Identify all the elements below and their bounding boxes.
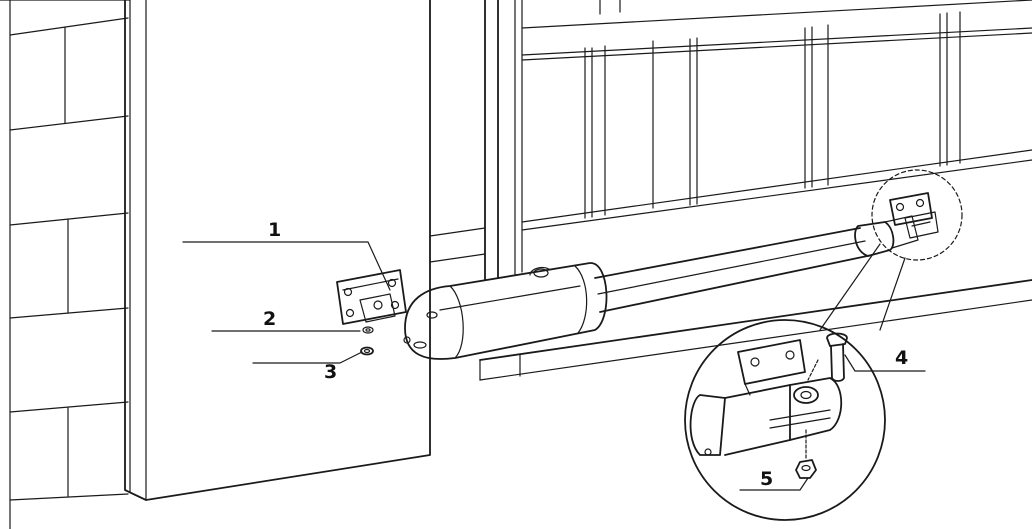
callout-1: 1 bbox=[268, 219, 281, 241]
detail-marker-circle bbox=[871, 169, 963, 261]
brick-wall bbox=[0, 0, 131, 529]
pillar bbox=[124, 0, 431, 501]
actuator bbox=[336, 192, 939, 360]
callout-3: 3 bbox=[324, 361, 337, 383]
callout-2: 2 bbox=[263, 308, 276, 330]
gate-frame bbox=[429, 0, 1032, 381]
detail-leader-right bbox=[879, 257, 906, 331]
washer-part bbox=[362, 326, 374, 334]
nut-part bbox=[360, 346, 374, 356]
callout-5: 5 bbox=[760, 468, 773, 490]
callout-4: 4 bbox=[895, 347, 908, 369]
detail-zoom bbox=[684, 319, 886, 521]
pillar-bracket bbox=[336, 269, 407, 325]
detail-leader-left bbox=[819, 243, 881, 331]
leader-lines bbox=[182, 241, 926, 491]
